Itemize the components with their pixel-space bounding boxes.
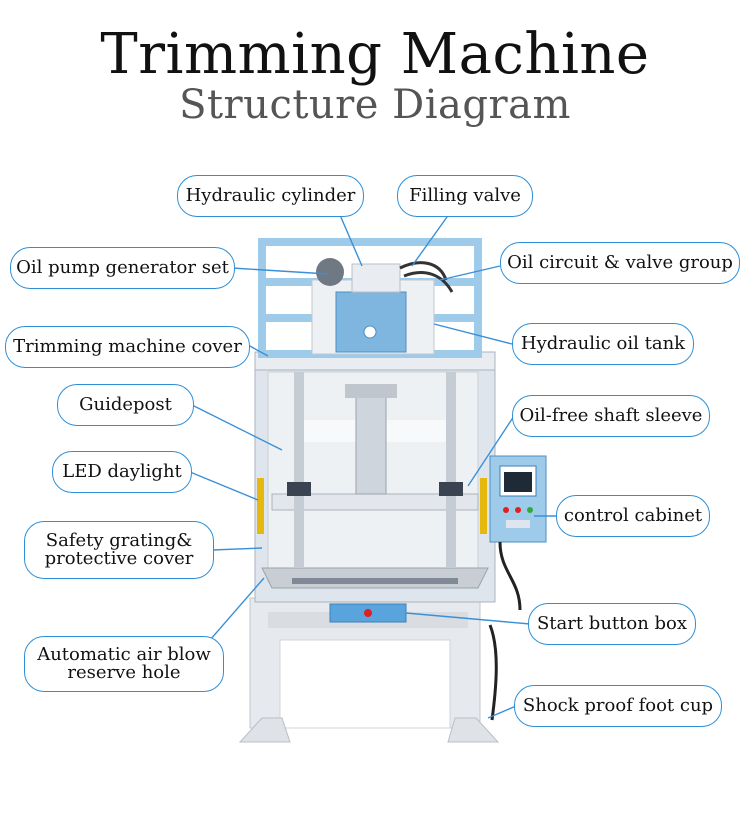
callout-trimming-machine-cover: Trimming machine cover	[5, 326, 250, 368]
callout-guidepost: Guidepost	[57, 384, 194, 426]
callout-led-daylight: LED daylight	[52, 451, 192, 493]
callout-oil-free-shaft-sleeve: Oil-free shaft sleeve	[512, 395, 710, 437]
callout-safety-grating: Safety grating&protective cover	[24, 521, 214, 579]
start-button-box	[329, 603, 407, 623]
callout-oil-circuit-valve-group: Oil circuit & valve group	[500, 242, 740, 284]
diagram-subtitle: Structure Diagram	[179, 82, 571, 128]
diagram-title: Trimming Machine	[100, 22, 650, 87]
callout-start-button-box: Start button box	[528, 603, 696, 645]
callout-filling-valve: Filling valve	[397, 175, 533, 217]
leader-lines	[189, 209, 558, 719]
callout-control-cabinet: control cabinet	[556, 495, 710, 537]
callout-hydraulic-cylinder: Hydraulic cylinder	[177, 175, 364, 217]
control-cabinet	[488, 455, 547, 721]
callout-shock-proof-foot-cup: Shock proof foot cup	[514, 685, 722, 727]
main-body	[254, 351, 496, 603]
hydraulic-block	[311, 258, 454, 355]
base-stand	[238, 597, 500, 743]
callout-hydraulic-oil-tank: Hydraulic oil tank	[512, 323, 694, 365]
callout-oil-pump-generator-set: Oil pump generator set	[10, 247, 235, 289]
